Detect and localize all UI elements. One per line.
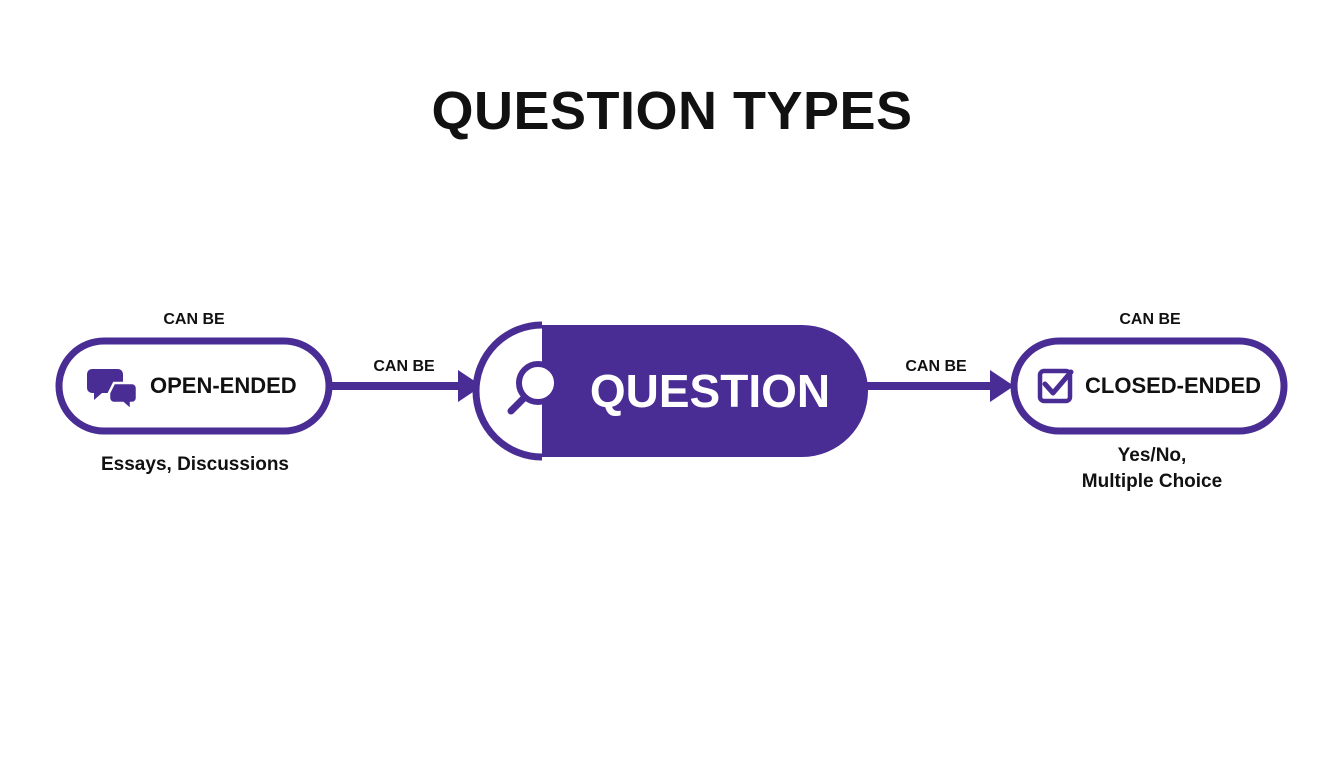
closed-ended-label: CLOSED-ENDED [1085,373,1261,398]
right-arrow-label: CAN BE [905,358,967,375]
closed-ended-caption-line2: Multiple Choice [1082,471,1222,492]
open-ended-caption: Essays, Discussions [101,454,289,475]
question-node: QUESTION [472,321,868,461]
diagram-title: QUESTION TYPES [431,81,913,141]
chat-bubbles-icon [87,369,139,413]
right-arrow [866,370,1014,402]
checkbox-icon [1037,368,1074,404]
open-ended-above-label: CAN BE [163,311,225,328]
left-arrow-label: CAN BE [373,358,435,375]
closed-ended-node: CAN BE CLOSED-ENDED Yes/No, Multiple Cho… [1010,311,1288,492]
closed-ended-above-label: CAN BE [1119,311,1181,328]
closed-ended-caption-line1: Yes/No, [1118,445,1187,466]
left-arrow [332,370,482,402]
open-ended-label: OPEN-ENDED [150,373,297,398]
question-label: QUESTION [590,365,830,417]
magnifier-icon [507,361,560,415]
open-ended-node: CAN BE OPEN-ENDED Essays, Discussions [55,311,333,475]
